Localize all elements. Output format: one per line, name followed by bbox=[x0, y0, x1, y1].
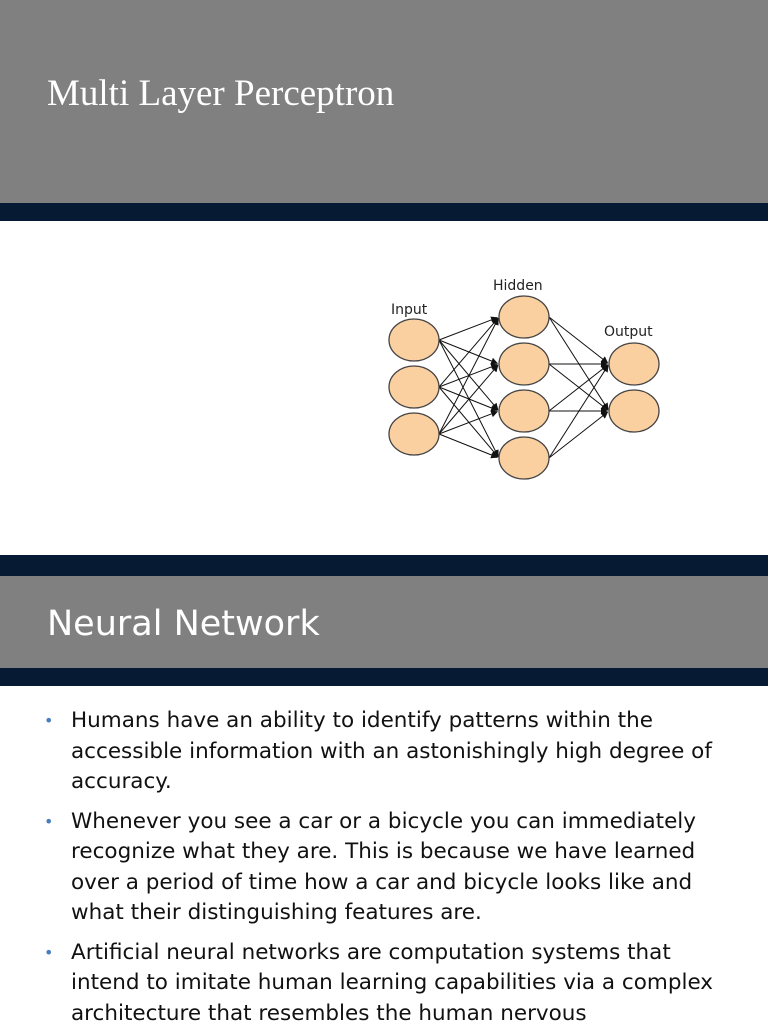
connection-arrow bbox=[548, 363, 609, 411]
connection-arrow bbox=[548, 316, 609, 411]
hidden-node bbox=[498, 436, 550, 480]
bullet-text: Whenever you see a car or a bicycle you … bbox=[71, 808, 696, 926]
connections bbox=[438, 316, 609, 459]
connection-arrow bbox=[438, 386, 499, 412]
connection-arrow bbox=[438, 317, 499, 435]
connection-arrow bbox=[548, 364, 609, 459]
slide1-header-band bbox=[0, 203, 768, 221]
bullet-icon: • bbox=[44, 942, 54, 962]
slide2-header bbox=[0, 576, 768, 668]
input-node bbox=[388, 365, 440, 409]
connection-arrow bbox=[438, 410, 499, 435]
mlp-diagram: Input Hidden Output bbox=[388, 278, 660, 480]
connection-arrow bbox=[548, 316, 609, 364]
connection-arrow bbox=[548, 411, 609, 459]
hidden-node bbox=[498, 295, 550, 339]
input-node bbox=[388, 412, 440, 456]
connection-arrow bbox=[438, 339, 499, 458]
bullet-list: • Humans have an ability to identify pat… bbox=[44, 706, 744, 1024]
connection-arrow bbox=[438, 386, 499, 458]
slide1-title: Multi Layer Perceptron bbox=[47, 73, 395, 114]
slide1-body bbox=[0, 221, 768, 555]
connection-arrow bbox=[438, 317, 499, 388]
hidden-node bbox=[498, 389, 550, 433]
slide2-title: Neural Network bbox=[47, 604, 320, 644]
output-node bbox=[608, 389, 660, 433]
input-node bbox=[388, 318, 440, 362]
connection-arrow bbox=[438, 339, 499, 411]
bullet-text: Humans have an ability to identify patte… bbox=[71, 708, 712, 794]
slide1-footer-band bbox=[0, 555, 768, 576]
input-layer-label: Input bbox=[391, 302, 428, 318]
output-node bbox=[608, 342, 660, 386]
slide2-header-band bbox=[0, 668, 768, 686]
connection-arrow bbox=[548, 364, 609, 412]
output-layer-label: Output bbox=[604, 324, 653, 340]
bullet-icon: • bbox=[44, 711, 54, 730]
slide1-header bbox=[0, 0, 768, 203]
neurons bbox=[388, 295, 660, 480]
bullet-icon: • bbox=[44, 811, 54, 831]
connection-arrow bbox=[438, 364, 499, 435]
bullet-item: • Whenever you see a car or a bicycle yo… bbox=[44, 807, 744, 929]
connection-arrow bbox=[438, 316, 499, 341]
connection-arrow bbox=[438, 363, 499, 388]
bullet-item: • Artificial neural networks are computa… bbox=[44, 938, 744, 1024]
bullet-text: Artificial neural networks are computati… bbox=[71, 939, 714, 1024]
connection-arrow bbox=[438, 339, 499, 365]
connection-arrow bbox=[438, 433, 499, 459]
hidden-layer-label: Hidden bbox=[493, 278, 543, 294]
bullet-item: • Humans have an ability to identify pat… bbox=[44, 706, 744, 798]
hidden-node bbox=[498, 342, 550, 386]
